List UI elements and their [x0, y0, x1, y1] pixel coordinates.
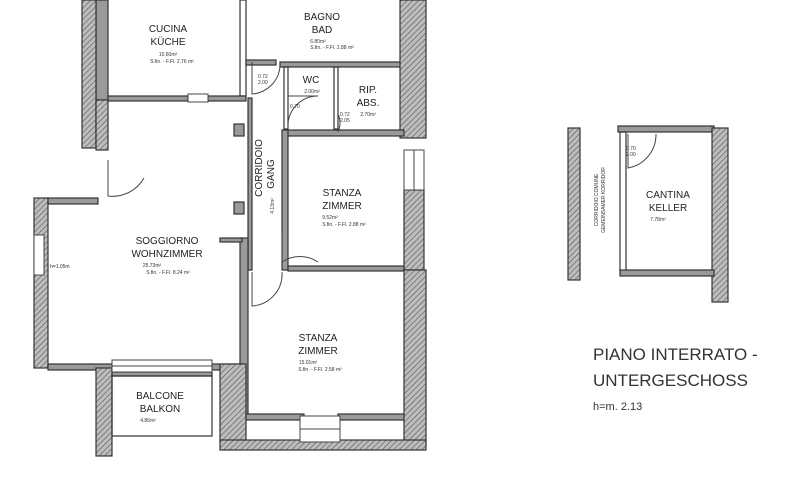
room-area: 7.78m² [650, 217, 666, 223]
room-name: CUCINA [149, 24, 188, 35]
room-stanza-2: STANZA ZIMMER 15.01m² S.fin. - F.Fl. 2.5… [298, 333, 342, 373]
cellar-plan: 0.70 2.00 [567, 125, 729, 303]
room-soggiorno: SOGGIORNO WOHNZIMMER 25.73m² S.fin. - F.… [50, 236, 203, 276]
room-area: 2.70m² [360, 112, 376, 118]
room-area: 9.52m² [322, 215, 338, 221]
legend-floor-it: PIANO INTERRATO - [593, 345, 758, 364]
door-dim: 0.70 [290, 104, 300, 110]
room-name: BAGNO [304, 12, 340, 23]
floor-legend: PIANO INTERRATO - UNTERGESCHOSS h=m. 2.1… [593, 345, 758, 413]
room-name: BALCONE [136, 391, 184, 402]
door-swings [107, 62, 341, 307]
door-dim: 2.05 [340, 118, 350, 124]
room-cantina: CANTINA KELLER 7.78m² [646, 190, 690, 223]
room-info: S.fin. - F.Fl. 2.76 m² [150, 59, 194, 65]
room-area: 10.60m² [159, 52, 178, 58]
legend-floor-de: UNTERGESCHOSS [593, 371, 748, 390]
room-area: 4.13m² [270, 198, 276, 214]
windows [33, 93, 425, 443]
room-name-de: WOHNZIMMER [131, 249, 202, 260]
room-info: S.fin. - F.Fl. 2.88 m² [310, 45, 354, 51]
shared-corridor-de: GEMEINSAMER KORRIDOR [601, 167, 607, 233]
room-rip: RIP. ABS. 2.70m² [357, 85, 380, 118]
room-area: 25.73m² [143, 263, 162, 269]
room-corridoio: CORRIDOIO GANG 4.13m² [254, 139, 277, 214]
door-dim: 0.72 [340, 112, 350, 118]
room-cucina: CUCINA KÜCHE 10.60m² S.fin. - F.Fl. 2.76… [149, 24, 194, 65]
shared-corridor-label: CORRIDOIO COMUNE GEMEINSAMER KORRIDOR [594, 167, 607, 233]
room-info: S.fin. - F.Fl. 2.58 m² [298, 367, 342, 373]
room-wc: WC 2.00m² [303, 75, 320, 95]
door-dim: 0.70 [626, 146, 636, 152]
room-name-de: BAD [312, 25, 333, 36]
room-name-de: GANG [266, 159, 277, 189]
room-stanza-1: STANZA ZIMMER 9.52m² S.fin. - F.Fl. 2.88… [322, 188, 366, 228]
room-name: STANZA [323, 188, 362, 199]
ceiling-height: h=1.05m [50, 264, 70, 270]
room-area: 2.00m² [304, 89, 320, 95]
room-name-de: BALKON [140, 404, 181, 415]
room-name-de: ZIMMER [322, 201, 361, 212]
legend-height: h=m. 2.13 [593, 401, 642, 413]
room-name-de: KÜCHE [150, 36, 185, 48]
room-name: STANZA [299, 333, 338, 344]
room-name: CORRIDOIO [254, 139, 265, 197]
door-dim: 2.00 [626, 152, 636, 158]
room-name-de: ABS. [357, 98, 380, 109]
room-name-de: ZIMMER [298, 346, 337, 357]
room-name-de: KELLER [649, 203, 687, 214]
room-info: S.fin. - F.Fl. 8.24 m² [146, 270, 190, 276]
room-balcone: BALCONE BALKON 4.86m² [136, 391, 184, 424]
shared-corridor-it: CORRIDOIO COMUNE [594, 173, 600, 226]
door-dim: 2.00 [258, 80, 268, 86]
room-name: WC [303, 75, 320, 86]
room-bagno: BAGNO BAD 6.80m² S.fin. - F.Fl. 2.88 m² [304, 12, 354, 51]
room-area: 15.01m² [299, 360, 318, 366]
apartment-walls [33, 0, 427, 457]
room-area: 6.80m² [310, 39, 326, 45]
room-name: CANTINA [646, 190, 690, 201]
room-area: 4.86m² [140, 418, 156, 424]
door-dim: 0.72 [258, 74, 268, 80]
room-name: SOGGIORNO [136, 236, 199, 247]
room-info: S.fin. - F.Fl. 2.88 m² [322, 222, 366, 228]
room-name: RIP. [359, 85, 377, 96]
